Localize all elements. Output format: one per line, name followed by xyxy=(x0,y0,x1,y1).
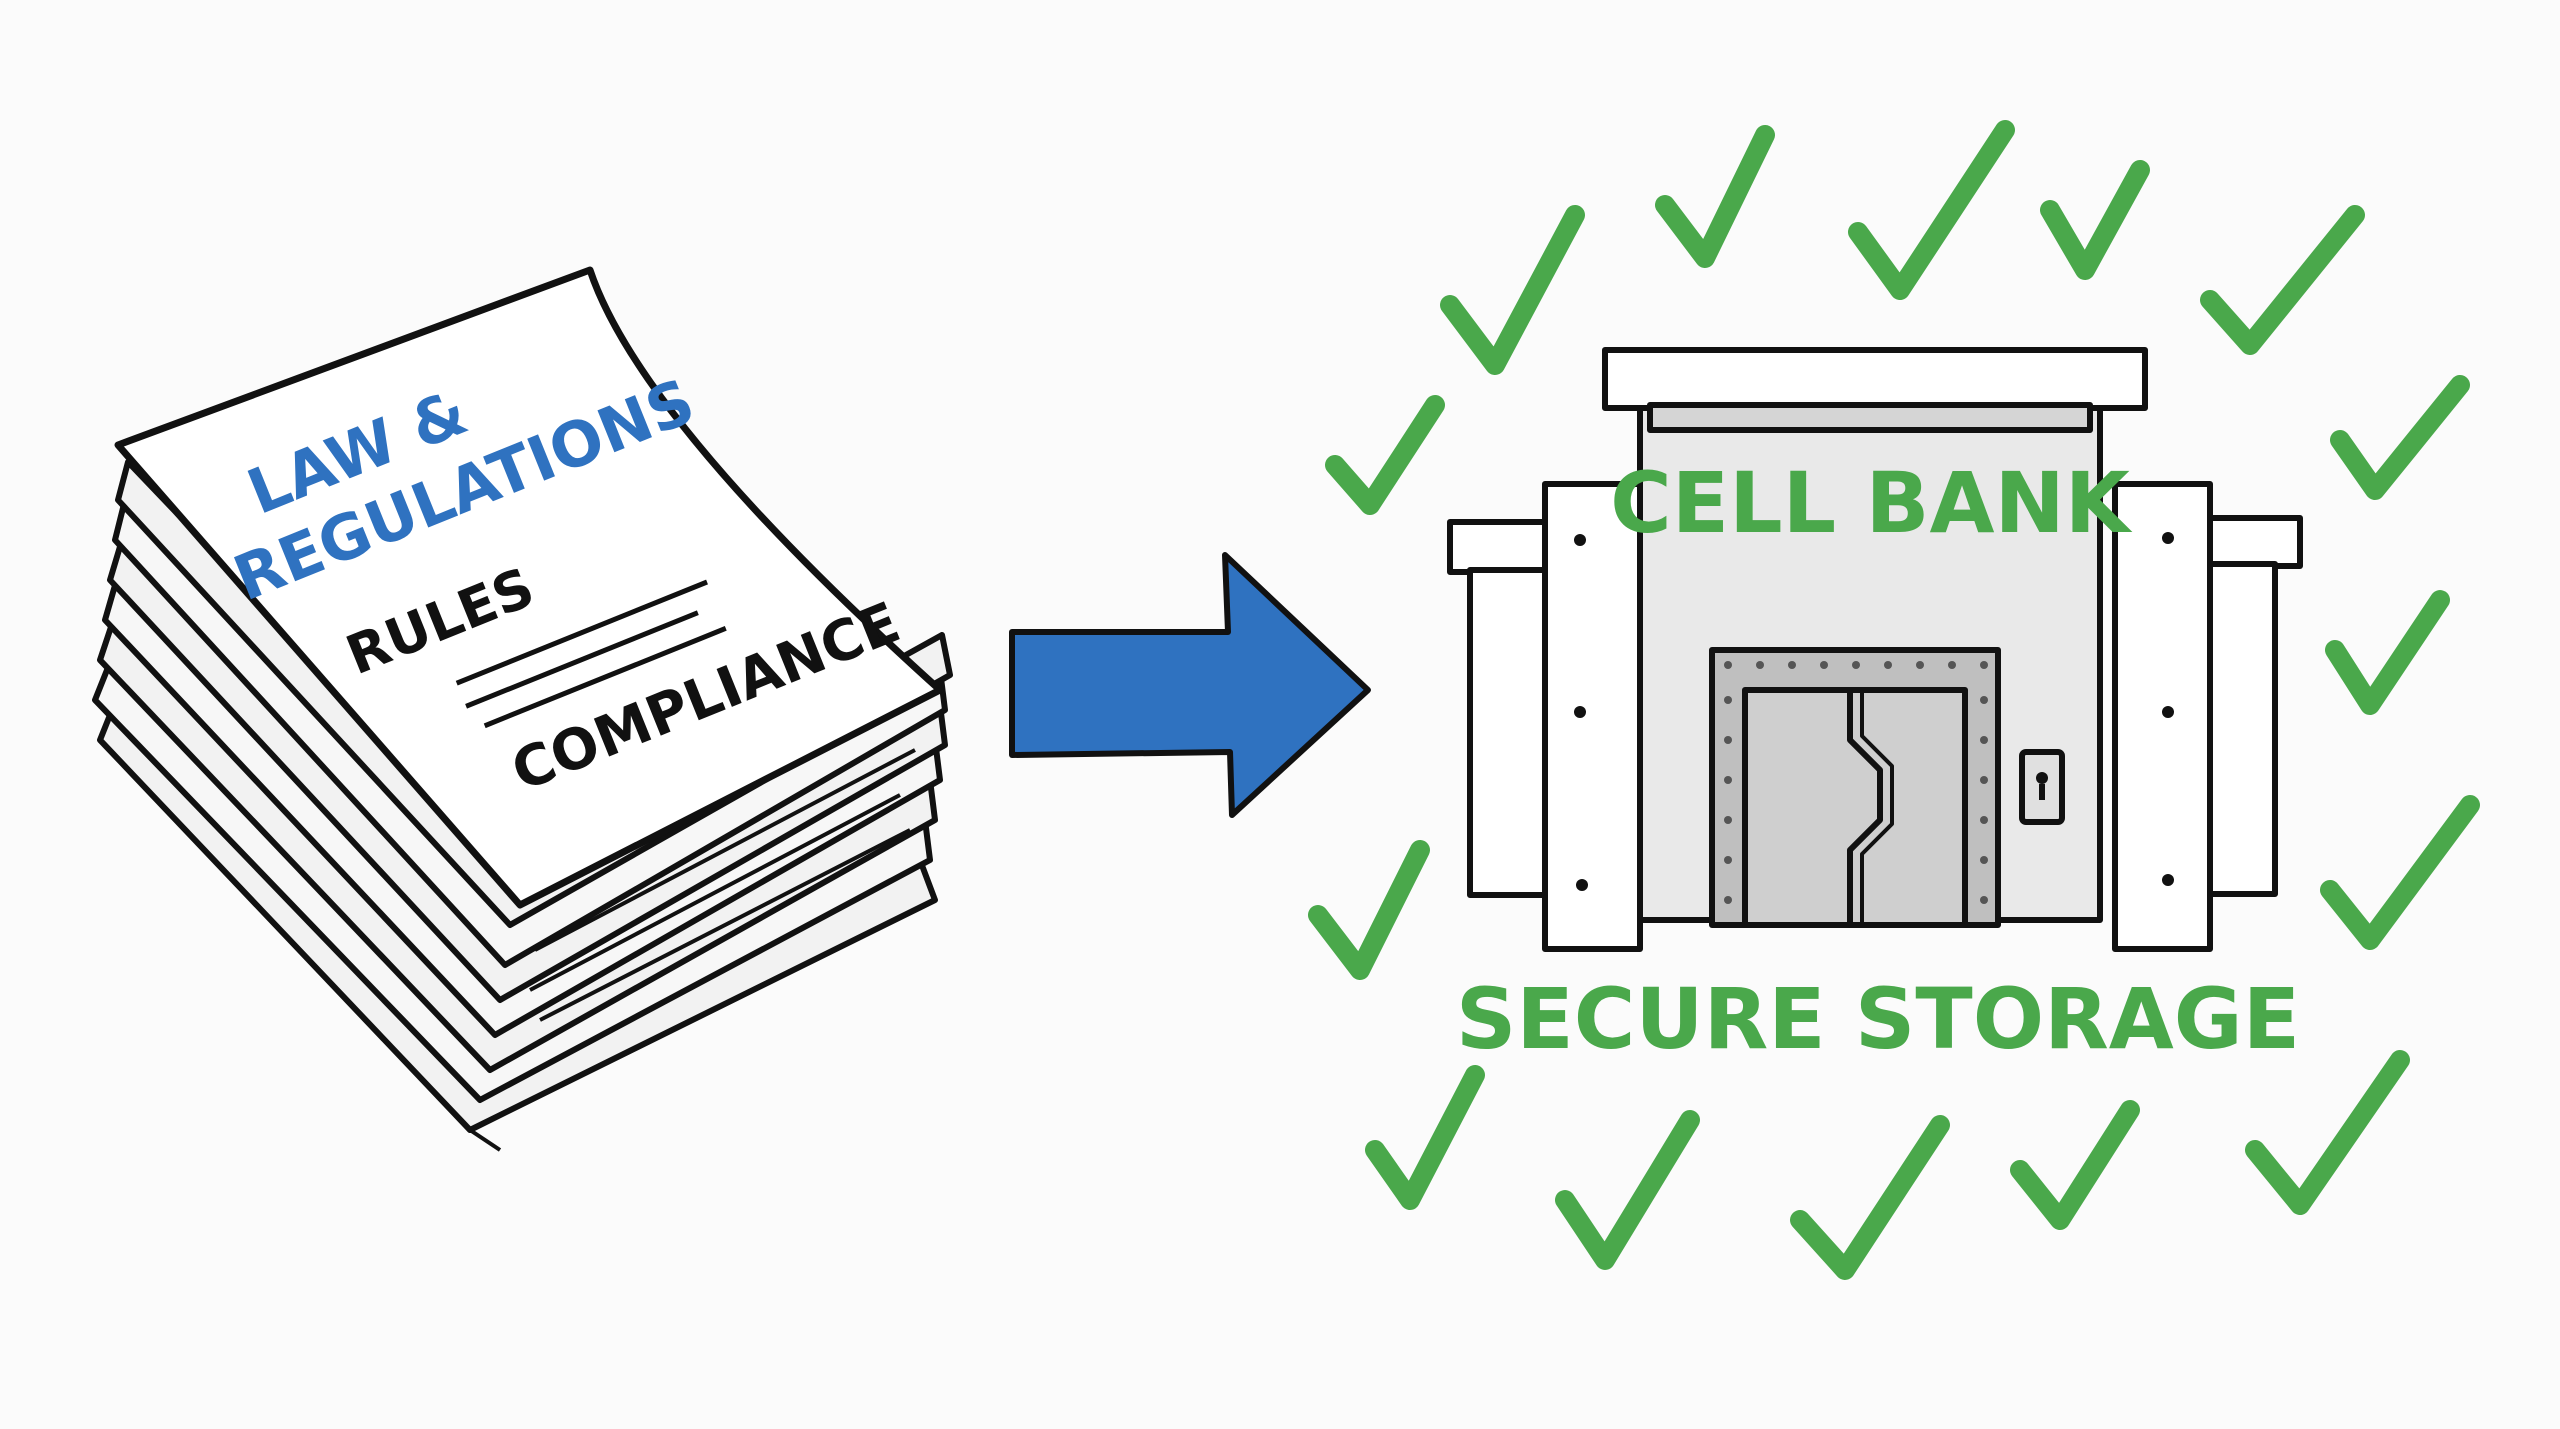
checkmark-icon xyxy=(1848,120,2015,300)
checkmarks xyxy=(1308,120,2480,1280)
checkmark-icon xyxy=(1440,205,1585,375)
right-arrow-icon xyxy=(1009,552,1371,818)
checkmark-icon xyxy=(1308,840,1430,980)
checkmark-icon xyxy=(1790,1115,1950,1280)
checkmark-icon xyxy=(1655,125,1775,268)
checkmark-icon xyxy=(2010,1100,2140,1230)
paper-edge-lines xyxy=(468,748,916,1152)
cell-bank-vault xyxy=(1447,347,2303,952)
paper-stack-layers xyxy=(92,459,953,1133)
vault-caption: SECURE STORAGE xyxy=(1456,970,2300,1068)
top-page xyxy=(114,266,944,909)
door-rivets xyxy=(1724,661,1988,904)
checkmark-icon xyxy=(2040,160,2150,280)
checkmark-icon xyxy=(1325,395,1445,515)
checkmark-icon xyxy=(1365,1065,1485,1210)
checkmark-icon xyxy=(2320,795,2480,950)
document-stack: LAW & REGULATIONS RULES COMPLIANCE xyxy=(92,266,953,1152)
checkmark-icon xyxy=(1555,1110,1700,1270)
checkmark-icon xyxy=(2325,590,2450,715)
vault-sign: CELL BANK xyxy=(1610,454,2133,552)
checkmark-icon xyxy=(2330,375,2470,500)
checkmark-icon xyxy=(2200,205,2365,355)
checkmark-icon xyxy=(2245,1050,2410,1215)
